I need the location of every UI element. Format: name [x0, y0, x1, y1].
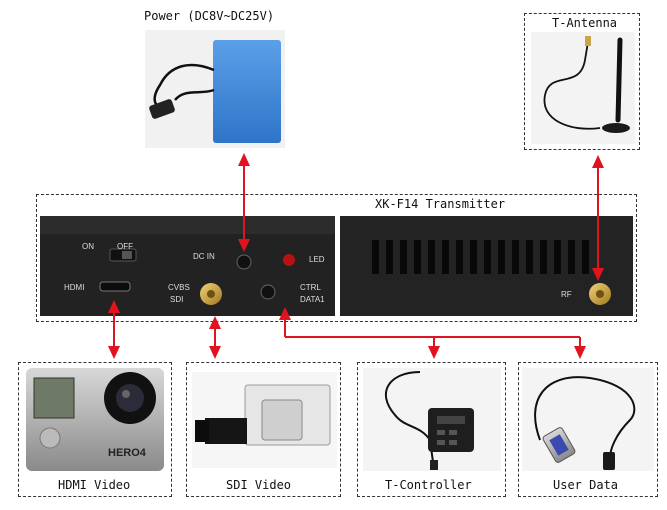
hdmi-video-label: HDMI Video	[58, 478, 131, 492]
led-label: LED	[309, 255, 325, 264]
power-label: Power (DC8V~DC25V)	[144, 9, 275, 23]
hdmi-camera-image	[26, 368, 164, 471]
t-controller-image	[363, 368, 501, 471]
t-antenna-image	[531, 32, 635, 144]
t-controller-label: T-Controller	[385, 478, 472, 492]
transmitter-front-image	[40, 216, 335, 316]
transmitter-rear-image	[340, 216, 633, 316]
cvbs-label: CVBS	[168, 283, 190, 292]
antenna-label: T-Antenna	[552, 16, 618, 30]
camera-brand-label: HERO4	[108, 447, 147, 459]
power-battery-image	[145, 30, 285, 148]
on-label: ON	[82, 242, 94, 251]
sdi-video-box	[186, 362, 341, 497]
transmitter-box	[36, 194, 637, 322]
t-controller-box	[357, 362, 506, 497]
off-label: OFF	[117, 242, 133, 251]
hdmi-video-box	[18, 362, 172, 497]
sdi-video-label: SDI Video	[226, 478, 292, 492]
transmitter-title: XK-F14 Transmitter	[375, 197, 506, 211]
connection-arrows	[108, 153, 604, 359]
user-data-label: User Data	[553, 478, 619, 492]
rf-label: RF	[561, 290, 572, 299]
sdi-camera-image	[192, 372, 337, 468]
hdmi-port-label: HDMI	[64, 283, 84, 292]
user-data-cable-image	[522, 368, 654, 471]
data-label: DATA1	[300, 295, 325, 304]
dc-in-label: DC IN	[193, 252, 215, 261]
antenna-box	[524, 13, 640, 150]
user-data-box	[518, 362, 658, 497]
sdi-port-label: SDI	[170, 295, 183, 304]
ctrl-label: CTRL	[300, 283, 321, 292]
